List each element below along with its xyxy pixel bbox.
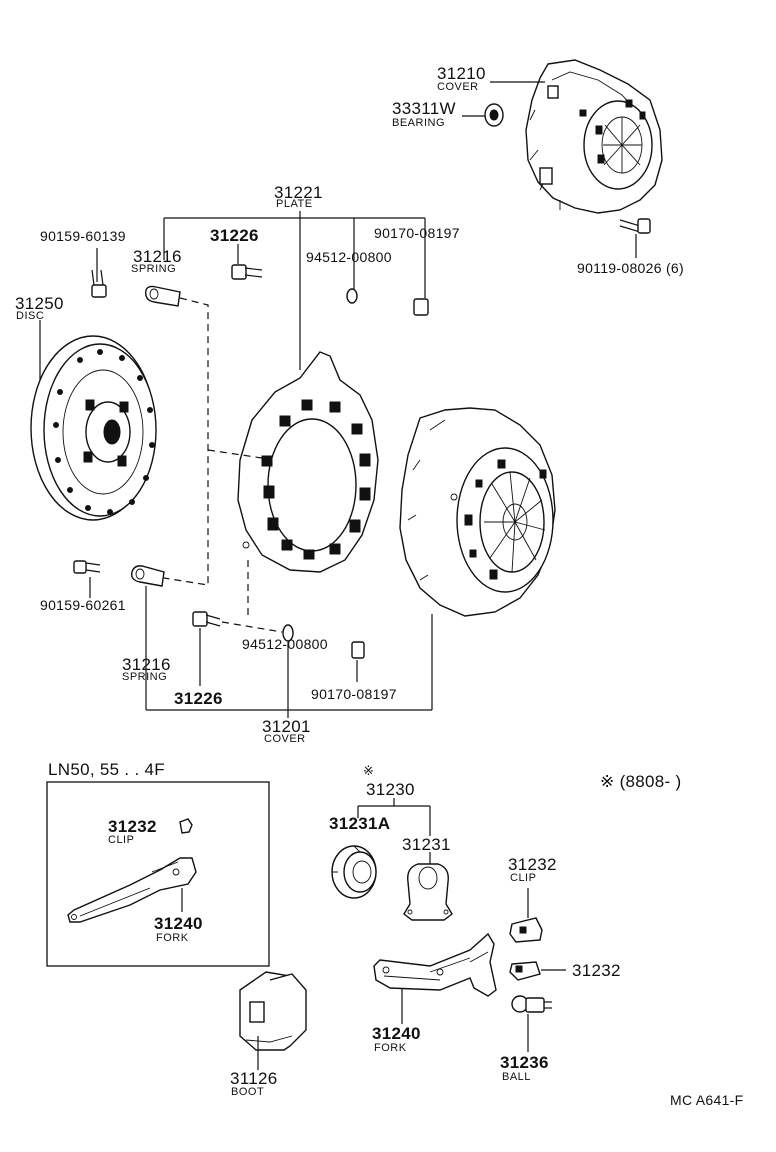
bolt-lower-left-number: 90159-60261 xyxy=(40,597,126,613)
cover-main-number: 31201 xyxy=(262,717,311,736)
footnote: ※ (8808- ) xyxy=(600,772,682,791)
bolt-31226-upper-number: 31226 xyxy=(210,226,259,245)
ball-drawing xyxy=(511,995,552,1013)
boot-name: BOOT xyxy=(231,1086,265,1098)
bolt-90119-drawing xyxy=(619,218,651,234)
boot-drawing xyxy=(239,971,307,1051)
disc-drawing xyxy=(30,335,157,521)
inset-clip-number: 31232 xyxy=(108,817,157,836)
plate-number: 31221 xyxy=(274,183,323,202)
leader-lines xyxy=(39,81,637,718)
bracket-31230 xyxy=(357,798,431,864)
clip-right-drawing xyxy=(509,917,543,943)
inset-box xyxy=(46,781,270,967)
boot-number: 31126 xyxy=(230,1069,278,1088)
plate-name: PLATE xyxy=(276,198,313,210)
release-bearing-drawing xyxy=(331,845,377,899)
plate-drawing xyxy=(237,351,379,573)
bolt-90159-60261-drawing xyxy=(73,560,101,574)
inset-fork-name: FORK xyxy=(156,932,189,944)
bolt-31226-lower-drawing xyxy=(192,611,221,627)
spring-lower-drawing xyxy=(130,565,165,587)
bearing-name: BEARING xyxy=(392,117,446,129)
cover-top-number: 31210 xyxy=(437,64,486,83)
bearing-number: 33311W xyxy=(392,99,456,118)
bolt-31226-upper-drawing xyxy=(231,264,263,280)
spring-upper-number: 31216 xyxy=(133,247,182,266)
release-bearing-assy-mark: ※ xyxy=(363,763,375,778)
fork-right-drawing xyxy=(373,932,497,997)
spring-lower-number: 31216 xyxy=(122,655,171,674)
bolt-cover-top-number: 90119-08026 (6) xyxy=(577,260,684,276)
inset-fork-drawing xyxy=(67,818,197,923)
nut-lower-drawing xyxy=(351,641,365,659)
nut-upper-number: 90170-08197 xyxy=(374,225,460,241)
inset-fork-number: 31240 xyxy=(154,914,203,933)
release-hub-drawing xyxy=(403,863,453,921)
disc-name: DISC xyxy=(16,310,45,322)
release-bearing-number: 31231A xyxy=(329,814,391,833)
nut-lower-number: 90170-08197 xyxy=(311,686,397,702)
ball-number: 31236 xyxy=(500,1053,549,1072)
bolt-90159-60139-drawing xyxy=(91,269,107,298)
bolt-upper-left-number: 90159-60139 xyxy=(40,228,126,244)
washer-upper-drawing xyxy=(346,288,358,304)
nut-upper-drawing xyxy=(413,298,429,316)
clip-right-lower-drawing xyxy=(509,961,541,981)
ball-name: BALL xyxy=(502,1071,531,1083)
clip-right-name: CLIP xyxy=(510,872,537,884)
washer-upper-number: 94512-00800 xyxy=(306,249,392,265)
cover-main-name: COVER xyxy=(264,733,306,745)
disc-number: 31250 xyxy=(15,294,64,313)
cover-top-name: COVER xyxy=(437,81,479,93)
release-hub-number: 31231 xyxy=(402,835,451,854)
fork-right-name: FORK xyxy=(374,1042,407,1054)
inset-title: LN50, 55 . . 4F xyxy=(48,760,165,779)
figure-code: MC A641-F xyxy=(670,1092,744,1108)
cover-main-drawing xyxy=(399,407,556,617)
bolt-31226-lower-number: 31226 xyxy=(174,689,223,708)
washer-lower-number: 94512-00800 xyxy=(242,636,328,652)
fork-right-number: 31240 xyxy=(372,1024,421,1043)
release-bearing-assy-number: 31230 xyxy=(366,780,415,799)
clip-right-number: 31232 xyxy=(508,855,557,874)
bearing-drawing xyxy=(484,103,504,127)
spring-lower-name: SPRING xyxy=(122,671,168,683)
clip-right-lower-number: 31232 xyxy=(572,961,621,980)
cover-top-drawing xyxy=(525,59,663,214)
spring-upper-name: SPRING xyxy=(131,263,177,275)
spring-upper-drawing xyxy=(144,285,181,307)
washer-lower-drawing xyxy=(282,624,294,642)
inset-clip-name: CLIP xyxy=(108,834,135,846)
